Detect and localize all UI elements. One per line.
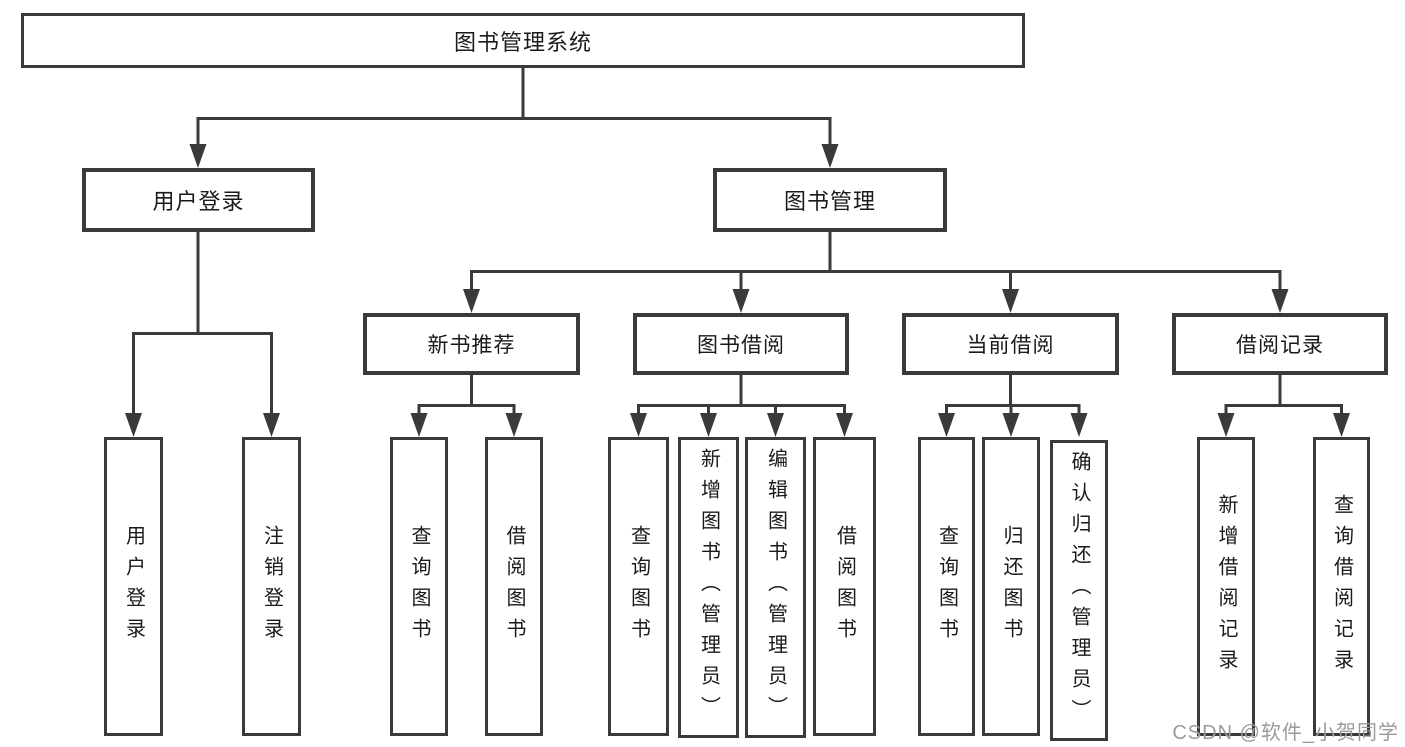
leaf-user-login: 用户登录 [104, 437, 163, 736]
connector-book-mgmt-to-level3 [470, 232, 1282, 296]
leaf-confirm-return-admin: 确认归还（管理员） [1050, 440, 1108, 741]
leaf-query-books-2: 查询图书 [608, 437, 669, 736]
arrow-down-icon [732, 289, 750, 313]
node-borrowing-records: 借阅记录 [1172, 313, 1388, 375]
arrow-down-icon [463, 289, 480, 313]
connector-user-login-to-leaves [132, 232, 273, 420]
connector-borrow-records-to-leaves [1224, 375, 1343, 420]
arrow-down-icon [1217, 413, 1235, 437]
arrow-down-icon [1333, 413, 1350, 437]
leaf-borrow-books-2: 借阅图书 [813, 437, 876, 736]
leaf-add-books-admin-label: 新增图书（管理员） [697, 448, 720, 727]
leaf-query-books-2-label: 查询图书 [627, 524, 650, 649]
arrow-down-icon [767, 413, 784, 437]
leaf-logout: 注销登录 [242, 437, 301, 736]
leaf-return-books: 归还图书 [982, 437, 1040, 736]
leaf-query-books-1: 查询图书 [390, 437, 448, 736]
arrow-down-icon [1070, 413, 1088, 437]
leaf-borrow-books-2-label: 借阅图书 [833, 524, 856, 649]
arrow-down-icon [630, 413, 647, 437]
node-new-book-recommend: 新书推荐 [363, 313, 580, 375]
leaf-edit-books-admin-label: 编辑图书（管理员） [764, 448, 787, 727]
node-book-borrowing: 图书借阅 [633, 313, 849, 375]
leaf-query-books-3-label: 查询图书 [935, 524, 958, 649]
leaf-query-borrow-record: 查询借阅记录 [1313, 437, 1370, 736]
arrow-down-icon [700, 413, 717, 437]
leaf-query-borrow-record-label: 查询借阅记录 [1330, 493, 1353, 680]
arrow-down-icon [410, 413, 428, 437]
leaf-return-books-label: 归还图书 [1000, 524, 1022, 649]
arrow-down-icon [938, 413, 955, 437]
arrow-down-icon [1002, 289, 1019, 313]
arrow-down-icon [821, 144, 839, 168]
leaf-add-borrow-record-label: 新增借阅记录 [1215, 493, 1237, 680]
leaf-add-books-admin: 新增图书（管理员） [678, 437, 739, 738]
leaf-borrow-books-1-label: 借阅图书 [503, 524, 525, 649]
arrow-down-icon [125, 413, 142, 437]
leaf-borrow-books-1: 借阅图书 [485, 437, 543, 736]
node-library-management-system: 图书管理系统 [21, 13, 1025, 68]
connector-book-borrow-to-leaves [637, 375, 846, 420]
leaf-confirm-return-admin-label: 确认归还（管理员） [1068, 451, 1090, 730]
connector-new-book-rec-to-leaves [417, 375, 516, 420]
arrow-down-icon [836, 413, 853, 437]
leaf-logout-label: 注销登录 [260, 524, 283, 649]
leaf-edit-books-admin: 编辑图书（管理员） [745, 437, 806, 738]
leaf-query-books-3: 查询图书 [918, 437, 975, 736]
leaf-user-login-label: 用户登录 [122, 524, 145, 649]
node-current-borrowing: 当前借阅 [902, 313, 1119, 375]
arrow-down-icon [505, 413, 523, 437]
arrow-down-icon [189, 144, 207, 168]
node-user-login: 用户登录 [82, 168, 315, 232]
node-book-management: 图书管理 [713, 168, 947, 232]
arrow-down-icon [1271, 289, 1289, 313]
connector-current-borrow-to-leaves [945, 375, 1081, 420]
arrow-down-icon [1002, 413, 1020, 437]
arrow-down-icon [263, 413, 280, 437]
leaf-add-borrow-record: 新增借阅记录 [1197, 437, 1255, 736]
watermark: CSDN @软件_小贺同学 [1172, 722, 1399, 744]
leaf-query-books-1-label: 查询图书 [408, 524, 430, 649]
connector-root-to-level2 [196, 68, 832, 150]
